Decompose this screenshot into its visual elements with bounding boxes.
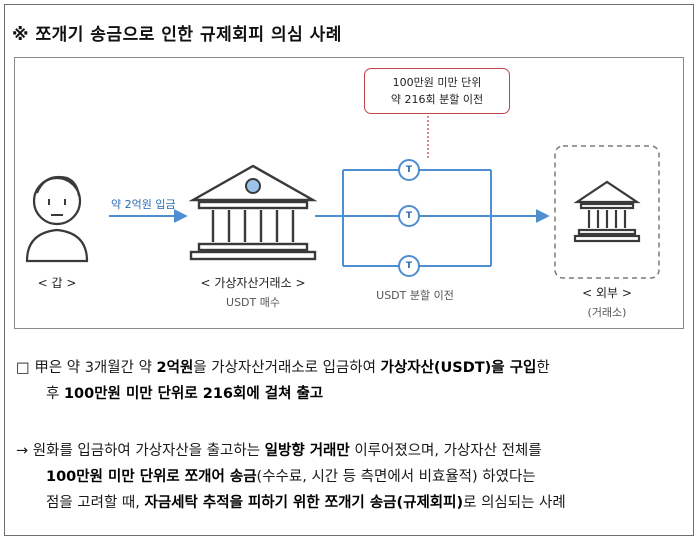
token-icons [398,159,420,277]
page-title: ※ 쪼개기 송금으로 인한 규제회피 의심 사례 [12,25,342,45]
summary-paragraph: □ 甲은 약 3개월간 약 2억원을 가상자산거래소로 입금하여 가상자산(US… [12,355,688,407]
summary-line-1: □ 甲은 약 3개월간 약 2억원을 가상자산거래소로 입금하여 가상자산(US… [12,355,688,381]
emphasis-span: 100만원 미만 단위로 쪼개어 송금 [46,469,257,485]
person-icon [25,175,89,263]
text-span: 이루어졌으며, 가상자산 전체를 [349,443,542,459]
arrow-marker: → [16,443,29,459]
person-face [48,199,66,216]
callout-line-1: 100만원 미만 단위 [392,76,482,89]
token-symbol: T [405,211,413,221]
transfer-diagram: T T T 약 2억원 입금 100만원 미만 단위 약 216회 분할 이전 … [14,57,684,329]
analysis-line-1: → 원화를 입금하여 가상자산을 출고하는 일방향 거래만 이루어졌으며, 가상… [12,438,688,464]
coin-icon [245,178,261,194]
text-span: 을 가상자산거래소로 입금하여 [193,360,381,376]
external-sub-label: (거래소) [587,306,627,319]
page-frame [4,4,694,536]
bullet-box: □ [16,360,30,376]
person-label: < 갑 > [37,276,77,290]
token-symbol: T [405,165,413,175]
transfer-label: USDT 분할 이전 [376,289,454,302]
external-label: < 외부 > [582,286,632,300]
emphasis-span: 2억원 [156,360,194,376]
diagram-graphics [25,116,660,279]
summary-line-2: 후 100만원 미만 단위로 216회에 걸쳐 출고 [12,381,688,407]
text-span: 로 의심되는 사례 [463,495,566,511]
text-span: 甲은 약 3개월간 약 [34,360,157,376]
callout-line-2: 약 216회 분할 이전 [390,93,484,106]
emphasis-span: 자금세탁 추적을 피하기 위한 쪼개기 송금(규제회피) [144,495,464,511]
text-span: 후 [46,386,64,402]
exchange-label: < 가상자산거래소 > [200,276,306,290]
text-span: 한 [536,360,550,376]
text-span: 점을 고려할 때, [46,495,145,511]
text-span: 원화를 입금하여 가상자산을 출고하는 [32,443,265,459]
analysis-line-2: 100만원 미만 단위로 쪼개어 송금(수수료, 시간 등 측면에서 비효율적)… [12,464,688,490]
text-span: (수수료, 시간 등 측면에서 비효율적) 하였다는 [256,469,536,485]
emphasis-span: 가상자산(USDT)을 구입 [380,360,537,376]
analysis-line-3: 점을 고려할 때, 자금세탁 추적을 피하기 위한 쪼개기 송금(규제회피)로 … [12,490,688,516]
emphasis-span: 100만원 미만 단위로 216회에 걸쳐 출고 [63,386,324,402]
external-box [554,145,660,279]
exchange-sub-label: USDT 매수 [226,296,280,309]
emphasis-span: 일방향 거래만 [264,443,350,459]
analysis-paragraph: → 원화를 입금하여 가상자산을 출고하는 일방향 거래만 이루어졌으며, 가상… [12,438,688,516]
external-building-icon [573,180,641,243]
token-symbol: T [405,261,413,271]
deposit-label: 약 2억원 입금 [111,198,176,211]
split-callout: 100만원 미만 단위 약 216회 분할 이전 [364,68,510,114]
